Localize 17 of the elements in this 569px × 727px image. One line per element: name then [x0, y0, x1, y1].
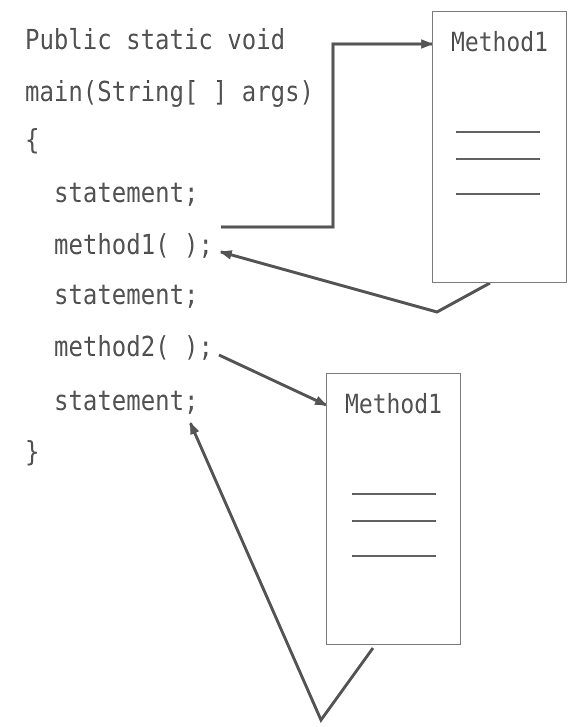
code-line: statement;: [54, 384, 198, 418]
code-line: }: [25, 434, 40, 470]
arrow: [220, 250, 491, 314]
code-line: method1( );: [54, 228, 213, 262]
code-line: main(String[ ] args): [25, 74, 314, 110]
code-line: statement;: [54, 176, 198, 210]
method-box: [326, 373, 461, 645]
arrow: [218, 354, 328, 406]
code-line: {: [25, 122, 40, 158]
code-line: Public static void: [25, 22, 286, 58]
code-line: method2( );: [54, 330, 213, 364]
method-box: [432, 11, 567, 283]
arrow: [189, 422, 374, 723]
method-title: Method1: [345, 390, 442, 420]
code-line: statement;: [54, 278, 198, 312]
method-title: Method1: [451, 28, 548, 58]
arrow: [220, 39, 434, 228]
